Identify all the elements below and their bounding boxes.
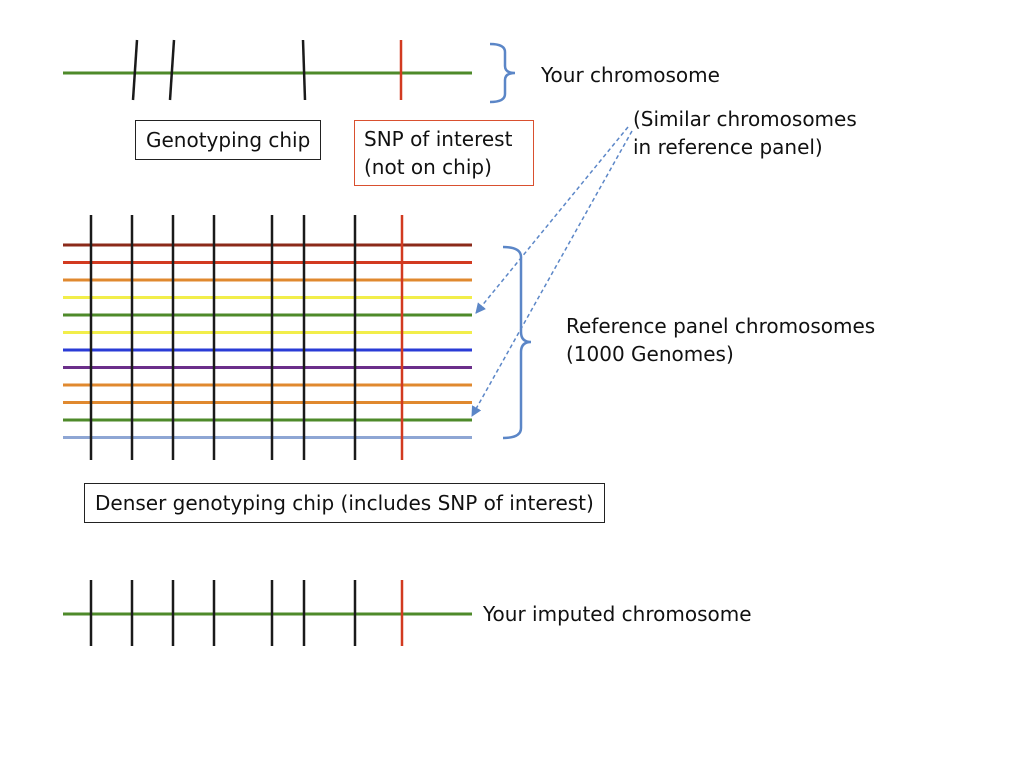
chip-marker <box>131 39 139 101</box>
chip-marker <box>168 39 176 101</box>
snp-label-line1: SNP of interest <box>364 127 513 151</box>
reference-label-line2: (1000 Genomes) <box>566 342 734 366</box>
label-reference-panel: Reference panel chromosomes (1000 Genome… <box>566 312 875 368</box>
reference-panel-markers <box>89 215 404 460</box>
snp-label-line2: (not on chip) <box>364 155 492 179</box>
your-chromosome <box>63 39 472 101</box>
imputed-chromosome <box>63 580 472 646</box>
label-imputed-chromosome: Your imputed chromosome <box>483 602 752 626</box>
snp-of-interest-box: SNP of interest (not on chip) <box>354 120 534 186</box>
similar-label-line2: in reference panel) <box>633 135 823 159</box>
similar-arrow-2 <box>471 130 633 417</box>
similar-label-line1: (Similar chromosomes <box>633 107 857 131</box>
brace-reference-panel <box>502 245 532 440</box>
reference-label-line1: Reference panel chromosomes <box>566 314 876 338</box>
brace-your-chromosome <box>489 42 516 104</box>
denser-chip-box: Denser genotyping chip (includes SNP of … <box>84 483 605 523</box>
reference-panel-rows <box>63 243 472 439</box>
chip-marker <box>301 39 307 101</box>
similar-arrow-1 <box>475 126 629 314</box>
genotyping-chip-box: Genotyping chip <box>135 120 322 160</box>
genotyping-chip-label: Genotyping chip <box>146 128 311 152</box>
label-similar-chromosomes: (Similar chromosomes in reference panel) <box>633 105 857 161</box>
label-your-chromosome: Your chromosome <box>541 63 720 87</box>
denser-chip-label: Denser genotyping chip (includes SNP of … <box>95 491 594 515</box>
